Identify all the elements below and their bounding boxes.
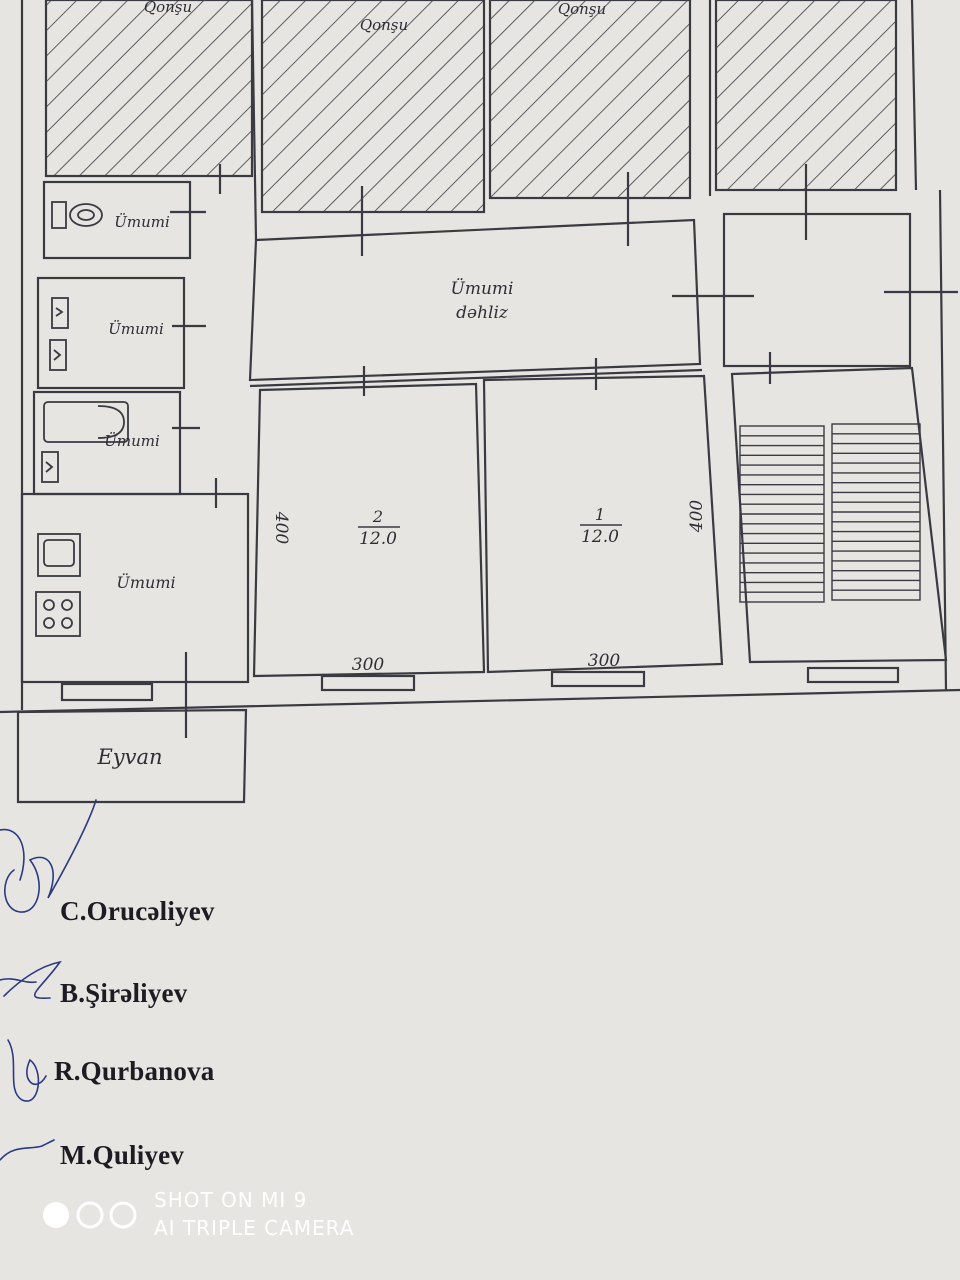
neighbor-unit-2 xyxy=(260,0,486,214)
kitchen-label: Ümumi xyxy=(116,572,175,592)
room-1-length: 400 xyxy=(687,500,707,534)
signature-mark xyxy=(3,960,62,1000)
balcony xyxy=(16,708,248,804)
watermark-line2: AI TRIPLE CAMERA xyxy=(154,1216,355,1240)
bath-2-label: Ümumi xyxy=(104,432,160,450)
signatory-name: B.Şirəliyev xyxy=(60,978,188,1008)
room-2-length: 400 xyxy=(271,511,291,545)
watermark-line1: SHOT ON MI 9 xyxy=(154,1188,308,1212)
bath-1-label: Ümumi xyxy=(108,320,164,338)
window-kitchen xyxy=(60,682,154,702)
camera-dots-icon xyxy=(43,1201,137,1229)
outer-wall-right xyxy=(938,189,948,691)
signature-mark xyxy=(7,1039,47,1102)
kitchen-sink-icon xyxy=(37,533,81,577)
stairwell xyxy=(730,366,948,664)
outer-wall-bottom xyxy=(0,688,960,714)
sink-icon xyxy=(49,339,67,371)
neighbor-label: Qonşu xyxy=(360,16,408,34)
window-stair xyxy=(806,666,900,684)
bathtub-icon xyxy=(43,401,129,443)
common-bath-1 xyxy=(36,276,186,390)
room-1-number: 1 xyxy=(595,505,605,524)
room-1-area: 12.0 xyxy=(581,527,619,547)
common-hallway xyxy=(248,218,702,382)
sink-icon xyxy=(51,297,69,329)
window-room-1 xyxy=(550,670,646,688)
signature-mark xyxy=(0,978,37,984)
stair-treads xyxy=(739,423,921,603)
signature-mark xyxy=(0,1139,55,1161)
outer-wall-right-top xyxy=(910,0,918,191)
stair-landing xyxy=(722,212,912,368)
hallway-label-line1: Ümumi xyxy=(451,278,514,299)
window-room-2 xyxy=(320,674,416,692)
toilet-icon xyxy=(51,201,103,229)
room-1 xyxy=(482,374,724,674)
neighbor-label: Qonşu xyxy=(558,0,606,18)
neighbor-unit-1 xyxy=(44,0,254,178)
signatory-name: C.Orucəliyev xyxy=(60,896,215,926)
room-2-number: 2 xyxy=(372,507,383,526)
balcony-label: Eyvan xyxy=(96,745,162,769)
neighbor-unit-4 xyxy=(714,0,898,192)
stove-icon xyxy=(35,591,81,637)
signatory-name: R.Qurbanova xyxy=(54,1056,215,1086)
wc-label: Ümumi xyxy=(114,213,170,231)
common-kitchen xyxy=(20,492,250,684)
wall-divider-1 xyxy=(250,0,258,241)
sink-icon xyxy=(41,451,59,483)
common-wc xyxy=(42,180,192,260)
room-2 xyxy=(252,382,486,678)
room-2-area: 12.0 xyxy=(359,529,397,549)
neighbor-unit-3 xyxy=(488,0,692,200)
hallway-wall-inner xyxy=(249,368,703,388)
room-1-width: 300 xyxy=(588,651,621,671)
hallway-label-line2: dəhliz xyxy=(456,303,509,323)
signature-mark xyxy=(4,799,97,913)
room-2-width: 300 xyxy=(352,655,385,675)
neighbor-label: Qonşu xyxy=(144,0,192,16)
signatory-name: M.Quliyev xyxy=(60,1140,185,1170)
signature-mark xyxy=(0,828,25,881)
